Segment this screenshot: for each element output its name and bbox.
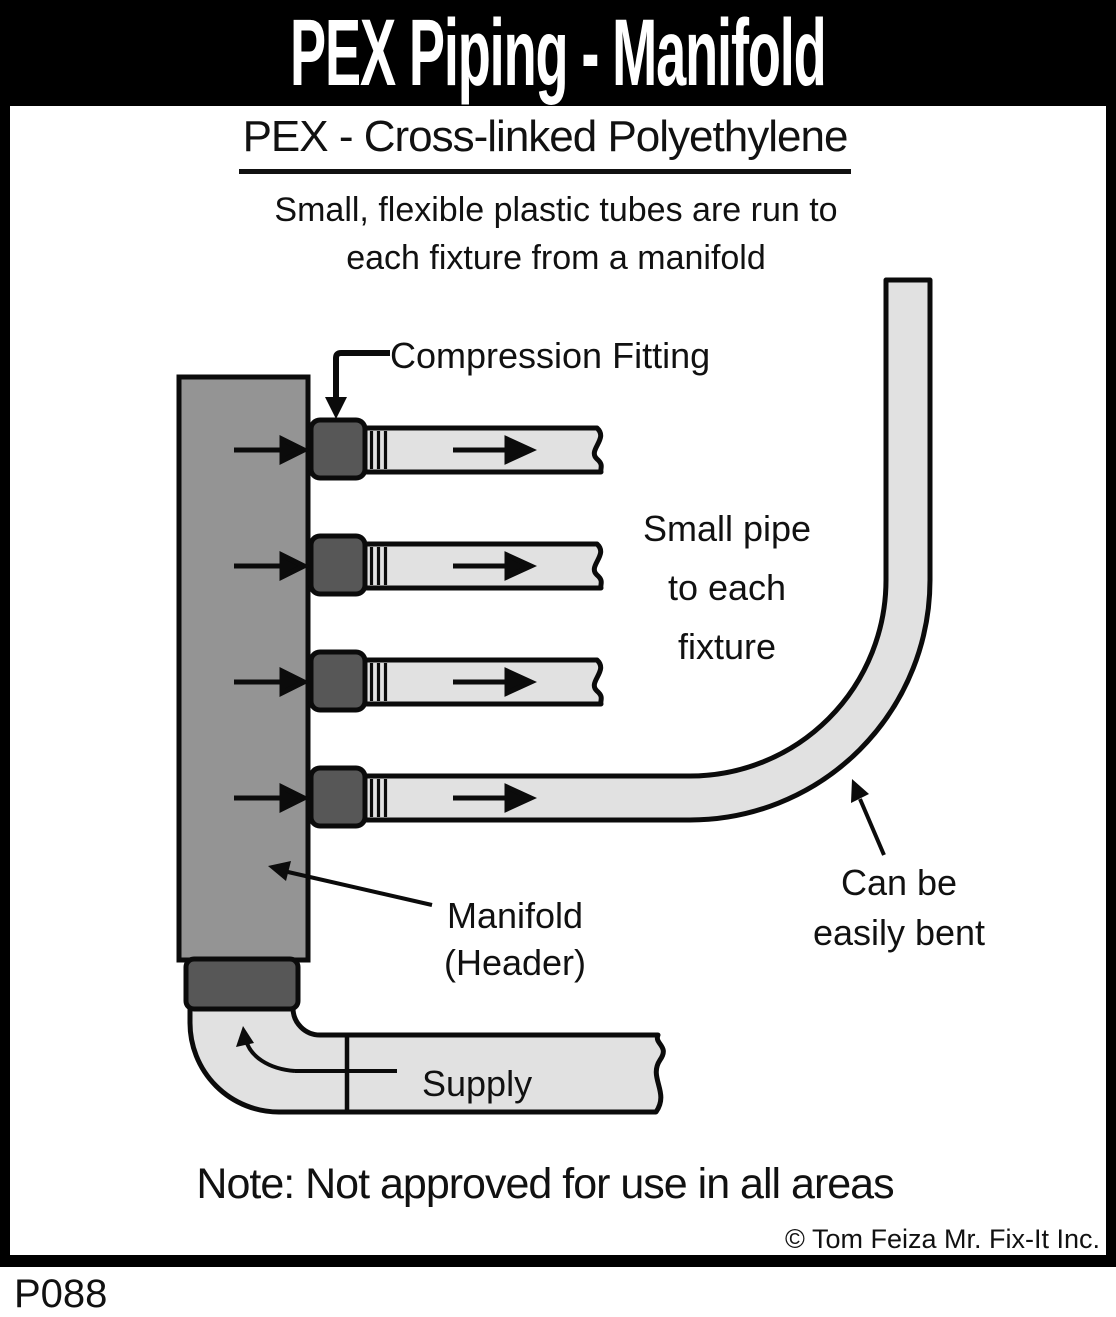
intro-line-1: Small, flexible plastic tubes are run to xyxy=(274,191,838,229)
bent-label-line-1: Can be xyxy=(840,862,958,903)
copyright-text: © Tom Feiza Mr. Fix-It Inc. xyxy=(785,1224,1100,1254)
supply-label: Supply xyxy=(422,1063,533,1104)
bent-label-line-2: easily bent xyxy=(812,912,986,953)
compression-fitting-leader xyxy=(325,350,390,419)
compression-fitting-4 xyxy=(308,765,368,829)
small-pipe-label-line-1: Small pipe xyxy=(642,508,812,549)
flow-arrow-pipe-4 xyxy=(453,783,538,813)
compression-fitting-2 xyxy=(308,533,368,597)
compression-rings-3 xyxy=(369,663,388,701)
note-text: Note: Not approved for use in all areas xyxy=(196,1160,894,1208)
compression-fitting-label: Compression Fitting xyxy=(390,335,711,376)
bent-label: Can be easily bent xyxy=(800,858,998,958)
manifold-label-line-2: (Header) xyxy=(443,942,587,983)
manifold-label-line-1: Manifold xyxy=(446,895,584,936)
subtitle-wrap: PEX - Cross-linked Polyethylene xyxy=(0,112,1090,174)
flow-arrow-pipe-3 xyxy=(453,667,538,697)
flow-arrow-manifold-3 xyxy=(234,666,310,698)
intro-paragraph: Small, flexible plastic tubes are run to… xyxy=(0,186,1112,282)
compression-rings-4 xyxy=(369,779,388,817)
flow-arrow-manifold-2 xyxy=(234,550,310,582)
compression-rings-1 xyxy=(369,431,388,469)
page-title: PEX Piping - Manifold xyxy=(290,0,827,106)
small-pipe-label-line-3: fixture xyxy=(677,626,777,667)
compression-fitting-1 xyxy=(308,417,368,481)
title-bar: PEX Piping - Manifold xyxy=(0,0,1116,106)
small-pipe-4-bent xyxy=(362,277,933,823)
small-pipe-label-line-2: to each xyxy=(667,567,787,608)
flow-arrow-manifold-1 xyxy=(234,434,310,466)
diagram-subtitle: PEX - Cross-linked Polyethylene xyxy=(238,112,852,174)
compression-fitting-3 xyxy=(308,649,368,713)
drawing-code: P088 xyxy=(14,1272,108,1316)
supply-connector xyxy=(183,956,301,1012)
bent-label-leader xyxy=(851,779,886,856)
supply-flow-arrow xyxy=(236,1026,296,1073)
supply-pipe-elbow xyxy=(187,1003,666,1115)
manifold-label-leader xyxy=(268,861,433,907)
compression-rings-2 xyxy=(369,547,388,585)
flow-arrow-pipe-1 xyxy=(453,435,538,465)
flow-arrow-manifold-4 xyxy=(234,782,310,814)
manifold-label: Manifold (Header) xyxy=(415,892,615,986)
intro-line-2: each fixture from a manifold xyxy=(346,239,766,277)
flow-arrow-pipe-2 xyxy=(453,551,538,581)
small-pipe-label: Small pipe to each fixture xyxy=(615,499,839,676)
